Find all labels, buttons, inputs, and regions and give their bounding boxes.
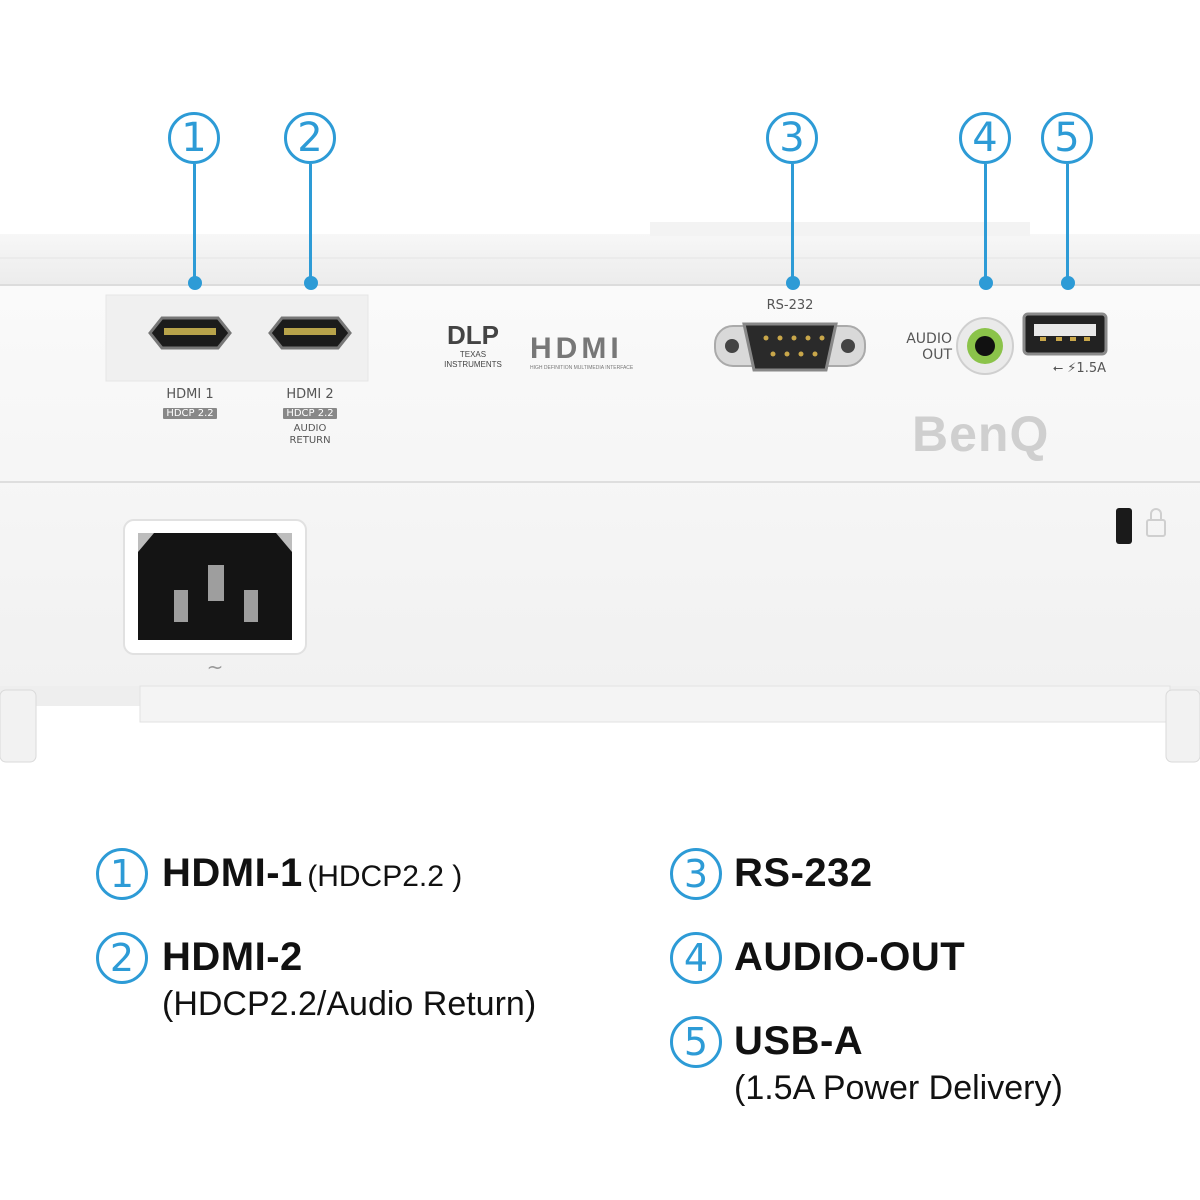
callout-line-5 [1066,164,1069,282]
callout-dot-3 [786,276,800,290]
hdmi-logo: HDMI HIGH DEFINITION MULTIMEDIA INTERFAC… [530,334,654,372]
legend-number-5: 5 [670,1016,722,1068]
legend-title-1: HDMI-1 [162,851,303,895]
hdmi1-badge: HDCP 2.2 [163,408,217,419]
usb-rating-label: ⭠ ⚡1.5A [1052,361,1106,376]
legend-title-4: AUDIO-OUT [734,935,966,979]
callout-line-1 [193,164,196,282]
projector-body [0,222,1200,763]
audio-label-2: OUT [922,347,952,363]
benq-logo: BenQ [912,406,1050,462]
dlp-logo-text: DLP [447,320,499,350]
legend-sub-5: (1.5A Power Delivery) [734,1069,1063,1107]
usb-port-shape [1022,312,1108,356]
hdmi2-port-shape [268,316,352,350]
dlp-logo-subtext: TEXAS INSTRUMENTS [444,350,502,369]
legend-number-3: 3 [670,848,722,900]
audio-label-1: AUDIO [906,331,952,347]
hdmi2-label: HDMI 2 [286,387,334,402]
rs232-port-shape [714,322,866,372]
legend-number-2: 2 [96,932,148,984]
legend-sub-2: (HDCP2.2/Audio Return) [162,985,537,1023]
power-inlet-shape [123,519,307,655]
callout-number-2: 2 [284,112,336,164]
audio-jack-shape [956,317,1014,375]
legend-number-4: 4 [670,932,722,984]
callout-dot-1 [188,276,202,290]
callout-line-3 [791,164,794,282]
callout-dot-2 [304,276,318,290]
callout-number-1: 1 [168,112,220,164]
hdmi-logo-subtext: HIGH DEFINITION MULTIMEDIA INTERFACE [530,365,634,371]
projector-rear-panel: 1 2 3 4 5 HDMI 1 HDCP 2.2 HDMI 2 HDCP 2.… [0,112,1200,763]
callout-line-2 [309,164,312,282]
legend-item-1: HDMI-1 (HDCP2.2 ) [162,848,462,898]
port-legend: 1 HDMI-1 (HDCP2.2 ) 2 HDMI-2 (HDCP2.2/Au… [0,820,1200,1120]
legend-title-5: USB-A [734,1019,864,1063]
callout-number-3: 3 [766,112,818,164]
hdmi2-note-return: RETURN [289,435,331,446]
hdmi2-note-audio: AUDIO [293,423,327,434]
callout-dot-4 [979,276,993,290]
callout-number-5: 5 [1041,112,1093,164]
dlp-logo: DLP TEXAS INSTRUMENTS [430,320,516,370]
callout-number-4: 4 [959,112,1011,164]
hdmi2-badge: HDCP 2.2 [283,408,337,419]
legend-number-1: 1 [96,848,148,900]
hdmi1-port-shape [148,316,232,350]
legend-sub-1: (HDCP2.2 ) [307,860,463,893]
legend-title-3: RS-232 [734,851,873,895]
rs232-label: RS-232 [766,298,814,313]
callout-line-4 [984,164,987,282]
hdmi1-label: HDMI 1 [166,387,214,402]
hdmi-logo-text: HDMI [530,332,623,365]
legend-title-2: HDMI-2 [162,935,303,979]
callout-dot-5 [1061,276,1075,290]
usb-icon: ⭠ [1052,361,1064,376]
usb-rating-value: 1.5A [1076,361,1106,376]
power-ac-symbol: ~ [206,655,224,679]
